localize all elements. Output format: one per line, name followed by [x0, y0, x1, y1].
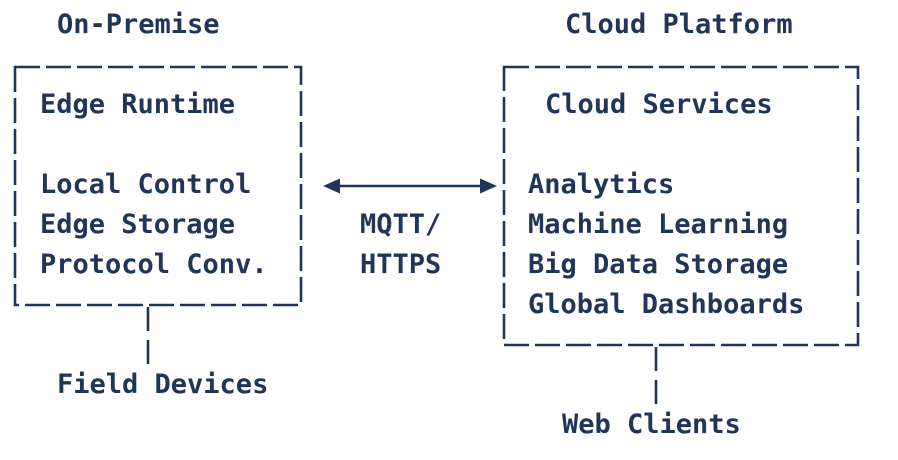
cloud-platform-box: [502, 65, 860, 347]
local-control-label: Local Control: [40, 169, 252, 200]
cloud-services-label: Cloud Services: [545, 89, 773, 120]
arrowhead-right-icon: [480, 178, 497, 194]
edge-storage-label: Edge Storage: [40, 209, 236, 240]
edge-runtime-label: Edge Runtime: [40, 89, 236, 120]
protocol-conv-label: Protocol Conv.: [40, 249, 268, 280]
web-clients-label: Web Clients: [562, 409, 741, 440]
on-premise-box: [13, 65, 303, 307]
arrowhead-left-icon: [323, 178, 340, 194]
analytics-label: Analytics: [528, 169, 675, 200]
sync-arrow: [323, 178, 497, 194]
machine-learning-label: Machine Learning: [528, 209, 789, 240]
protocol-mqtt-label: MQTT/: [360, 209, 442, 240]
cloud-platform-title: Cloud Platform: [565, 9, 793, 40]
big-data-storage-label: Big Data Storage: [528, 249, 789, 280]
field-devices-label: Field Devices: [57, 369, 269, 400]
global-dashboards-label: Global Dashboards: [528, 289, 805, 320]
protocol-https-label: HTTPS: [360, 249, 442, 280]
on-premise-title: On-Premise: [57, 9, 220, 40]
